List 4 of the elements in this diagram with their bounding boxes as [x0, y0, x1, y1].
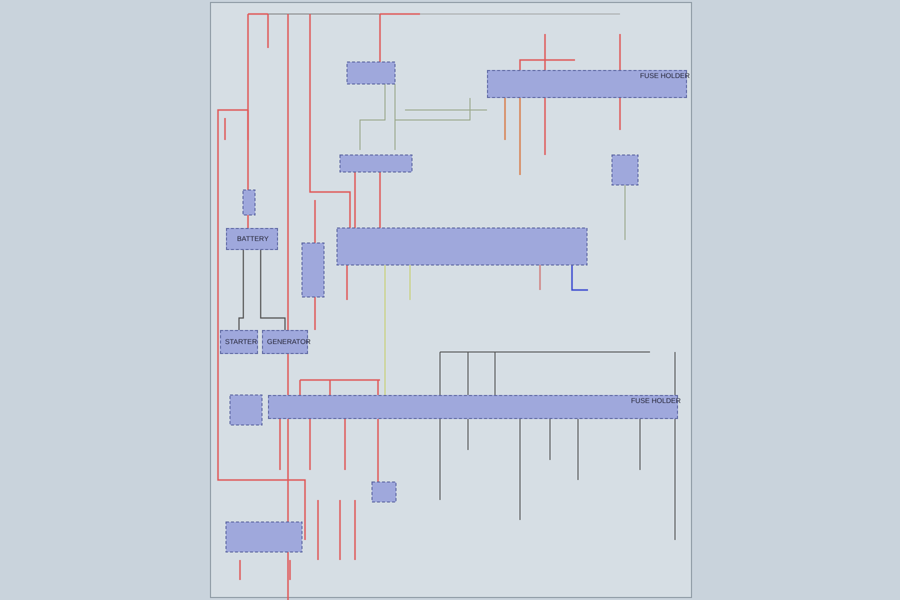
- wire: [238, 250, 244, 330]
- battery-box: [226, 228, 278, 250]
- wire: [260, 250, 286, 330]
- starter-box: [220, 330, 258, 354]
